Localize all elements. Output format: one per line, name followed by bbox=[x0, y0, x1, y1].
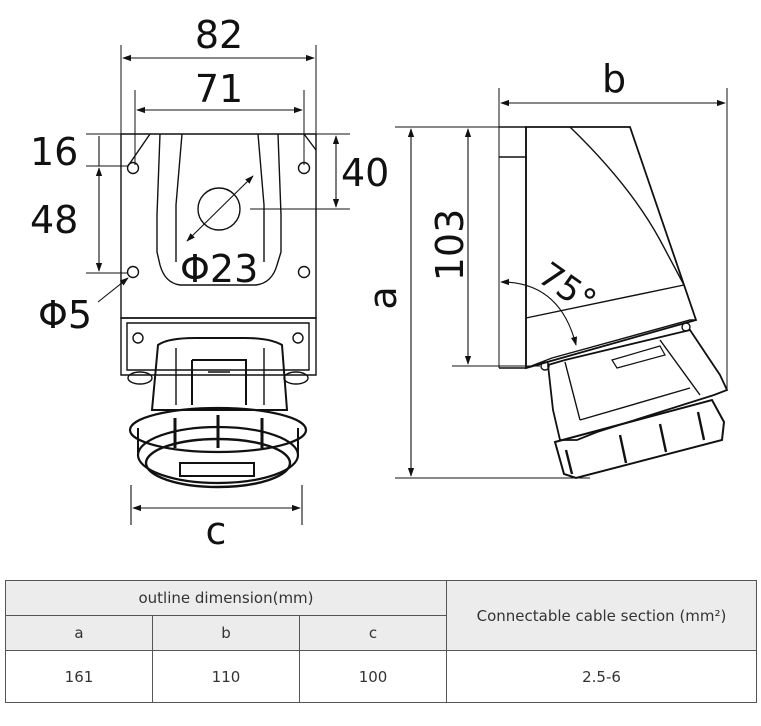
front-view bbox=[86, 45, 350, 489]
dim-103: 103 bbox=[428, 209, 472, 282]
leader-phi23 bbox=[186, 175, 254, 242]
cable-section-header: Connectable cable section (mm²) bbox=[446, 580, 758, 651]
dim-71: 71 bbox=[195, 67, 243, 111]
wall-plate bbox=[499, 126, 527, 369]
mount-hole bbox=[126, 265, 140, 279]
plate-cone bbox=[156, 133, 282, 286]
dim-75-degrees: 75° bbox=[531, 255, 603, 322]
dim-phi5: Φ5 bbox=[38, 293, 92, 337]
socket-flange bbox=[120, 317, 317, 376]
angled-housing bbox=[525, 126, 698, 370]
socket-cap bbox=[128, 406, 308, 454]
column-header-a: a bbox=[5, 615, 153, 651]
leader-phi5 bbox=[97, 277, 129, 303]
dim-c: c bbox=[206, 509, 227, 553]
mount-hole bbox=[297, 265, 311, 279]
value-b: 110 bbox=[152, 650, 300, 703]
side-socket-body bbox=[547, 328, 729, 441]
technical-drawing: 82 71 16 48 40 Φ23 Φ5 c bbox=[30, 13, 729, 553]
side-socket-cap bbox=[553, 398, 726, 480]
column-header-b: b bbox=[152, 615, 300, 651]
dim-40: 40 bbox=[341, 151, 389, 195]
outline-dimension-header: outline dimension(mm) bbox=[4, 580, 448, 616]
dim-48: 48 bbox=[30, 198, 78, 242]
value-a: 161 bbox=[5, 650, 153, 703]
column-header-c: c bbox=[298, 615, 448, 651]
dim-phi23: Φ23 bbox=[180, 247, 258, 291]
dim-a: a bbox=[361, 286, 405, 309]
cable-section-value: 2.5-6 bbox=[446, 650, 758, 703]
dim-16: 16 bbox=[30, 130, 78, 174]
mount-hole bbox=[126, 161, 140, 175]
dim-b: b bbox=[602, 57, 626, 101]
socket-body bbox=[150, 337, 289, 411]
side-dimensions bbox=[407, 99, 726, 477]
mount-hole bbox=[297, 161, 311, 175]
dimension-table: outline dimension(mm) Connectable cable … bbox=[4, 580, 758, 703]
front-dimensions bbox=[95, 54, 340, 525]
angle-arc bbox=[500, 278, 578, 346]
value-c: 100 bbox=[298, 650, 448, 703]
dim-82: 82 bbox=[195, 13, 243, 57]
